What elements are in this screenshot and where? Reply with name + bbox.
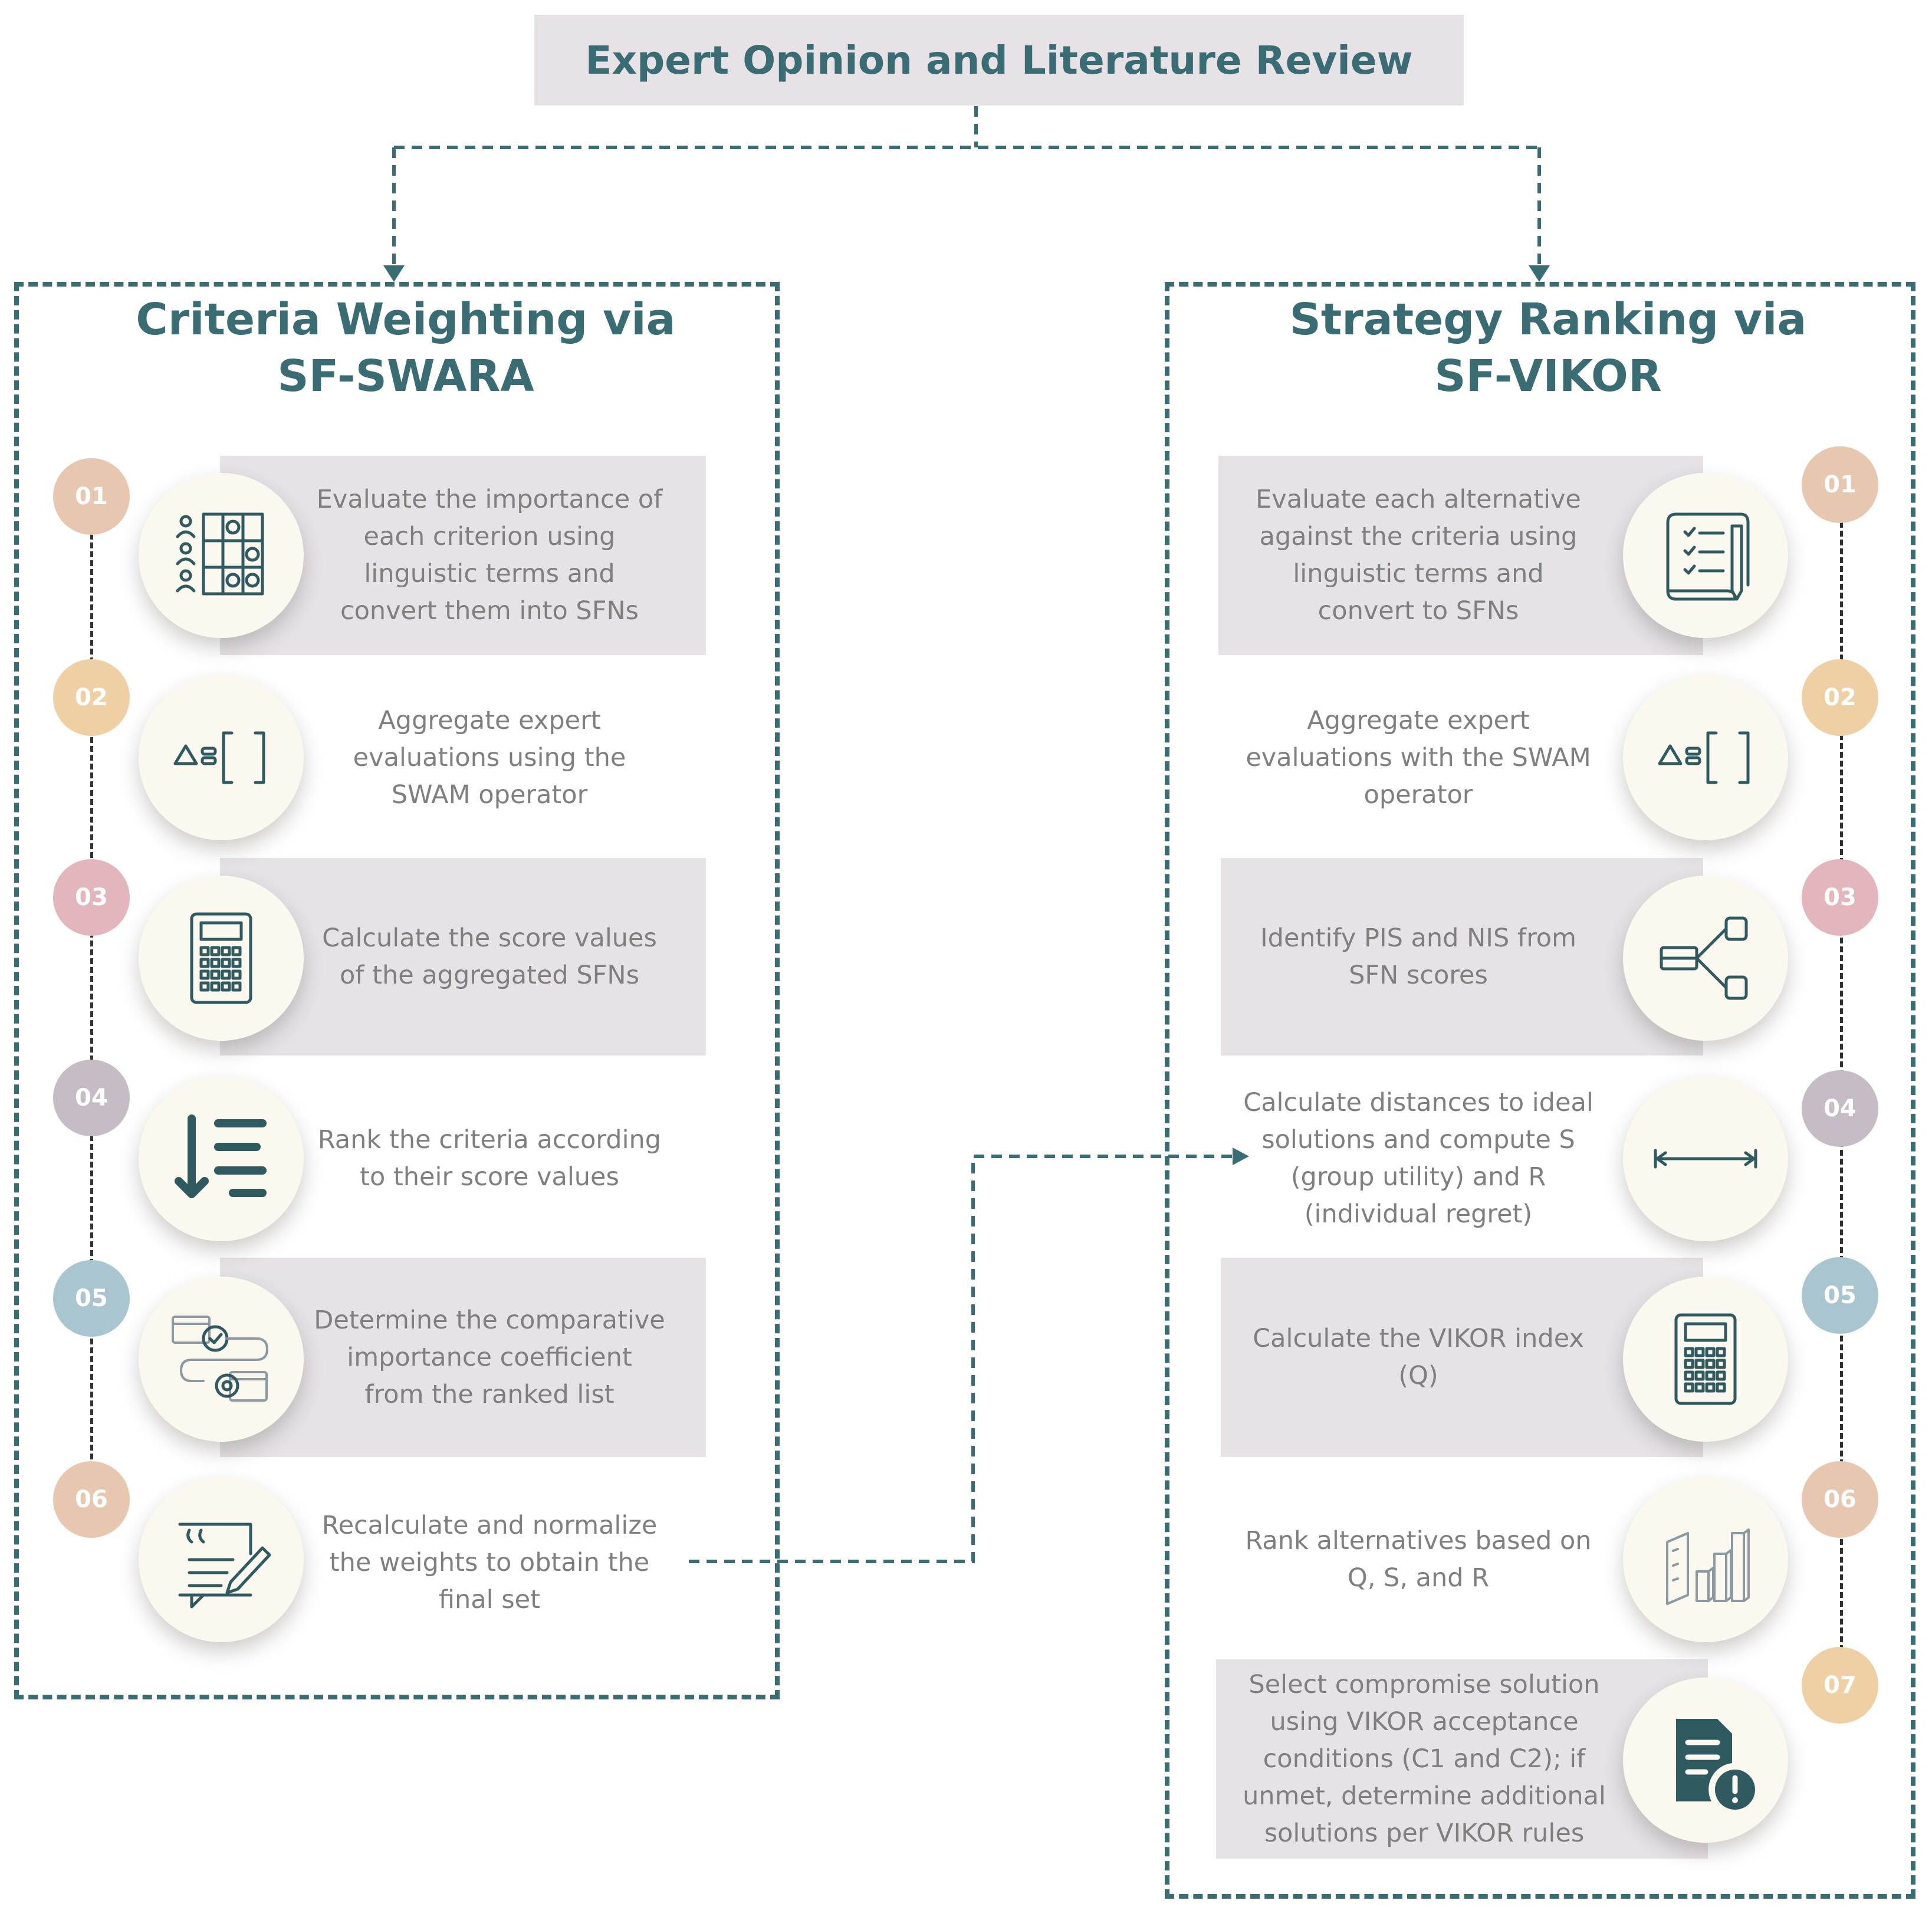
right-step-number-3: 03: [1802, 859, 1878, 936]
bar-ranking-icon: [1666, 1528, 1750, 1605]
left-panel: [14, 282, 780, 1699]
right-title-line1: Strategy Ranking via: [1289, 294, 1807, 345]
right-icon-circle-1: [1623, 473, 1788, 638]
right-icon-circle-6: [1623, 1477, 1788, 1642]
connector-cross: [689, 1155, 1236, 1563]
right-step-band-5: [1221, 1258, 1703, 1457]
expert-matrix-icon: [176, 512, 264, 596]
distance-arrow-icon: [1654, 1149, 1757, 1169]
right-panel: [1165, 282, 1915, 1899]
left-step-number-2: 02: [53, 659, 130, 736]
arrowhead-right: [1529, 265, 1550, 282]
left-icon-circle-1: [139, 473, 304, 638]
right-step-number-1: 01: [1802, 446, 1878, 523]
left-step-number-4: 04: [53, 1060, 130, 1136]
right-panel-title: Strategy Ranking via SF-VIKOR: [1165, 291, 1931, 405]
right-step-number-2: 02: [1802, 659, 1878, 736]
arrowhead-cross: [1233, 1147, 1249, 1165]
right-step-band-3: [1221, 858, 1703, 1055]
calculator-icon: [190, 912, 252, 1004]
left-icon-circle-5: [139, 1277, 304, 1442]
left-icon-circle-6: [139, 1477, 304, 1642]
operator-symbols-icon: [173, 731, 265, 784]
branch-nodes-icon: [1660, 916, 1748, 1000]
header-title: Expert Opinion and Literature Review: [585, 37, 1413, 83]
right-icon-circle-3: [1623, 876, 1788, 1041]
right-icon-circle-5: [1623, 1277, 1788, 1442]
document-alert-icon: [1676, 1719, 1755, 1810]
right-step-band-1: [1218, 456, 1703, 655]
right-step-number-4: 04: [1802, 1070, 1878, 1147]
left-panel-title: Criteria Weighting via SF-SWARA: [14, 291, 797, 405]
right-icon-circle-4: [1623, 1076, 1788, 1241]
left-title-line1: Criteria Weighting via: [136, 294, 676, 345]
right-icon-circle-7: [1623, 1678, 1788, 1843]
left-step-number-6: 06: [53, 1461, 130, 1538]
left-icon-circle-2: [139, 675, 304, 840]
right-icon-circle-2: [1623, 675, 1788, 840]
right-title-line2: SF-VIKOR: [1434, 351, 1662, 402]
quote-edit-icon: [178, 1523, 271, 1609]
left-step-number-3: 03: [53, 859, 130, 936]
right-step-number-5: 05: [1802, 1257, 1878, 1334]
left-title-line2: SF-SWARA: [277, 351, 534, 402]
sort-descending-icon: [175, 1114, 267, 1198]
left-step-number-5: 05: [53, 1260, 130, 1337]
workflow-gear-icon: [172, 1316, 268, 1402]
right-step-number-6: 06: [1802, 1461, 1878, 1538]
checklist-scroll-icon: [1666, 512, 1750, 601]
left-step-number-1: 01: [53, 458, 130, 535]
left-timeline: [90, 534, 93, 1459]
left-icon-circle-4: [139, 1076, 304, 1241]
calculator-icon: [1674, 1313, 1737, 1405]
header-box: Expert Opinion and Literature Review: [534, 15, 1464, 106]
operator-symbols-icon: [1658, 731, 1750, 784]
right-step-number-7: 07: [1802, 1647, 1878, 1724]
right-step-text-5: Calculate the VIKOR index(Q): [1253, 1324, 1584, 1390]
left-icon-circle-3: [139, 876, 304, 1041]
arrowhead-left: [383, 265, 405, 282]
